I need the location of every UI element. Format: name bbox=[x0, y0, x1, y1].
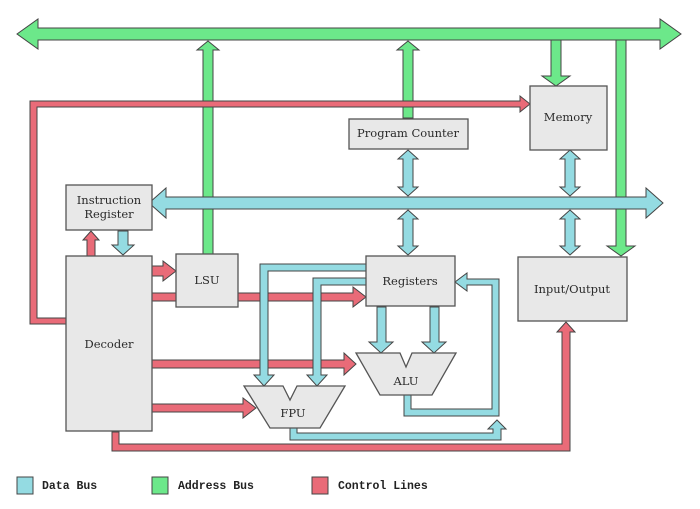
program-counter-label: Program Counter bbox=[357, 126, 459, 140]
lsu-label: LSU bbox=[194, 273, 220, 287]
legend-item-control-lines: Control Lines bbox=[311, 476, 428, 495]
data-bus-registers-alu-a bbox=[367, 306, 395, 354]
legend-item-address-bus: Address Bus bbox=[151, 476, 254, 495]
legend-label-data-bus: Data Bus bbox=[42, 480, 97, 493]
data-bus-registers-fpu-a bbox=[252, 263, 367, 387]
data-bus-memory-link bbox=[558, 149, 582, 197]
control-decoder-fpu bbox=[151, 396, 257, 420]
control-decoder-alu bbox=[151, 351, 357, 377]
decoder-block: Decoder bbox=[65, 255, 153, 432]
alu-label: ALU bbox=[392, 374, 418, 388]
memory-label: Memory bbox=[544, 110, 593, 124]
input-output-label: Input/Output bbox=[534, 282, 610, 296]
data-bus-fpu-output bbox=[289, 419, 508, 441]
lsu-block: LSU bbox=[175, 253, 239, 308]
data-bus-registers-alu-b bbox=[420, 306, 448, 354]
control-decoder-memory bbox=[29, 94, 531, 325]
legend-swatch-control-lines bbox=[311, 476, 329, 495]
alu-block: ALU bbox=[354, 352, 458, 396]
control-decoder-lsu bbox=[151, 259, 177, 283]
data-bus-registers-fpu-b bbox=[305, 277, 367, 387]
instruction-register-block: Instruction Register bbox=[65, 184, 153, 231]
data-bus-ir-decoder bbox=[110, 230, 136, 256]
data-bus bbox=[110, 149, 664, 441]
legend-label-control-lines: Control Lines bbox=[338, 480, 428, 493]
legend-label-address-bus: Address Bus bbox=[178, 480, 254, 493]
data-bus-registers-link bbox=[396, 209, 420, 256]
legend-swatch-data-bus bbox=[16, 476, 34, 495]
fpu-block: FPU bbox=[242, 385, 347, 429]
control-decoder-io bbox=[111, 321, 577, 452]
control-decoder-ir bbox=[81, 230, 101, 257]
program-counter-block: Program Counter bbox=[348, 118, 469, 150]
instruction-register-label-line2: Register bbox=[84, 207, 134, 221]
address-bus-main-arrow bbox=[16, 18, 682, 50]
instruction-register-label-line1: Instruction bbox=[77, 193, 142, 207]
address-bus-memory-arrow bbox=[540, 39, 572, 87]
fpu-label: FPU bbox=[280, 406, 306, 420]
legend: Data Bus Address Bus Control Lines bbox=[16, 476, 428, 495]
registers-block: Registers bbox=[365, 255, 456, 307]
address-bus-lsu-arrow bbox=[195, 40, 221, 255]
data-bus-io-link bbox=[558, 209, 582, 256]
data-bus-main-arrow bbox=[148, 186, 664, 220]
data-bus-alu-registers-loop bbox=[403, 272, 500, 417]
decoder-label: Decoder bbox=[84, 337, 134, 351]
legend-swatch-address-bus bbox=[151, 476, 169, 495]
data-bus-pc-link bbox=[396, 149, 420, 197]
legend-item-data-bus: Data Bus bbox=[16, 476, 97, 495]
registers-label: Registers bbox=[382, 274, 437, 288]
input-output-block: Input/Output bbox=[517, 256, 628, 322]
memory-block: Memory bbox=[529, 85, 608, 151]
address-bus-io-arrow bbox=[605, 39, 637, 257]
address-bus bbox=[16, 18, 682, 257]
